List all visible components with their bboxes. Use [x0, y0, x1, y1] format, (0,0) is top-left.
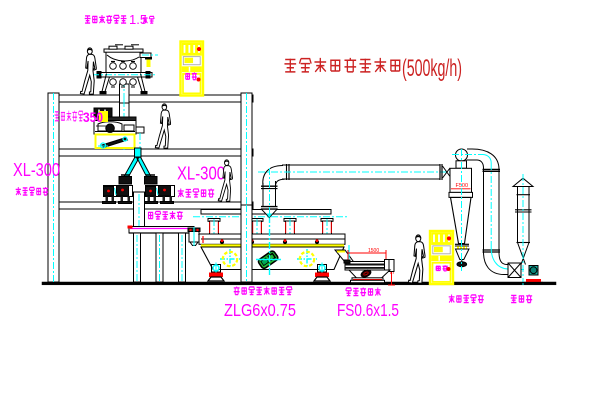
- svg-text:1500: 1500: [368, 248, 379, 254]
- svg-text:XL-300: XL-300: [13, 160, 60, 180]
- svg-text:FS0.6x1.5: FS0.6x1.5: [337, 300, 399, 320]
- svg-text:(500kg/h): (500kg/h): [402, 55, 462, 82]
- svg-text:ZLG6x0.75: ZLG6x0.75: [224, 300, 296, 320]
- svg-text:XL-300: XL-300: [177, 164, 225, 184]
- svg-text:350: 350: [83, 109, 103, 125]
- svg-text:1.5: 1.5: [129, 12, 147, 27]
